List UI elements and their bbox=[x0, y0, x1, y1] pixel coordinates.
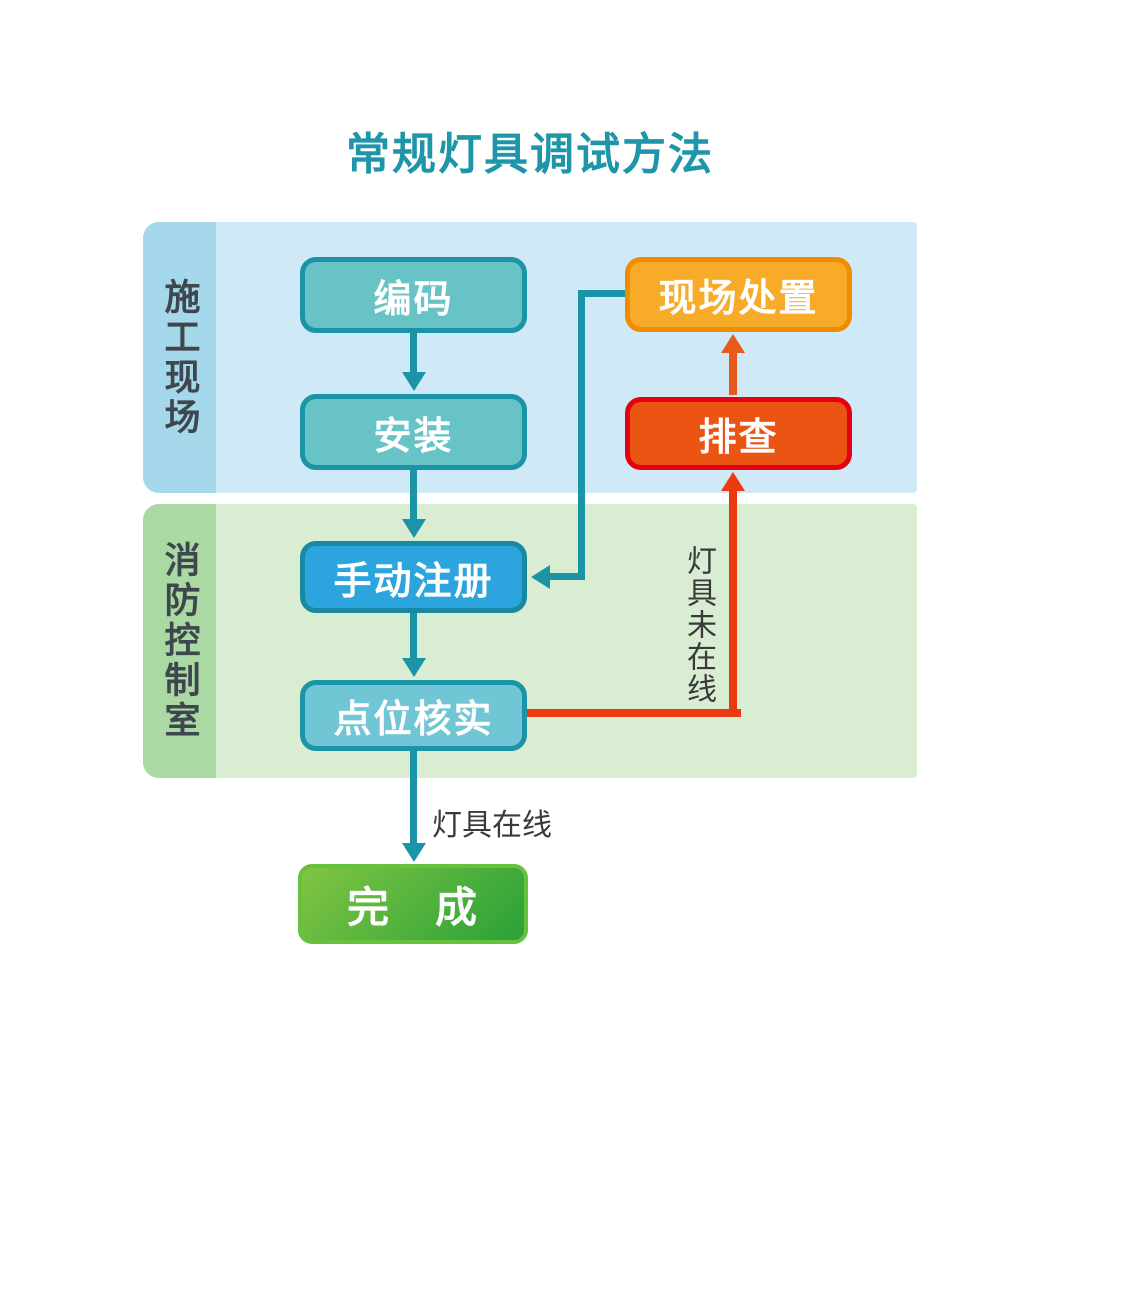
flow-node-encode: 编码 bbox=[300, 257, 527, 333]
arrow-onsite-to-manual-bottom bbox=[548, 573, 585, 580]
flow-node-point-verify: 点位核实 bbox=[300, 680, 527, 751]
flow-node-troubleshoot: 排查 bbox=[625, 397, 852, 470]
page-title: 常规灯具调试方法 bbox=[346, 130, 714, 179]
arrow-install-to-manual-head bbox=[402, 519, 426, 538]
flow-node-onsite-handle: 现场处置 bbox=[625, 257, 852, 332]
lane-fire-control-room: 消防控制室 bbox=[143, 504, 917, 778]
lane-construction-site-label: 施工现场 bbox=[159, 277, 201, 438]
lane-construction-site-band: 施工现场 bbox=[143, 222, 216, 493]
arrow-verify-to-troubleshoot-horizontal bbox=[527, 709, 741, 717]
arrow-troubleshoot-to-onsite-line bbox=[729, 350, 737, 395]
flow-node-manual-register: 手动注册 bbox=[300, 541, 527, 613]
arrow-verify-to-troubleshoot-head bbox=[721, 472, 745, 491]
edge-label-lamp-online: 灯具在线 bbox=[432, 809, 552, 842]
arrow-onsite-to-manual-top bbox=[578, 290, 625, 297]
arrow-manual-to-verify-line bbox=[410, 613, 417, 659]
arrow-onsite-to-manual-head bbox=[531, 565, 550, 589]
arrow-troubleshoot-to-onsite-head bbox=[721, 334, 745, 353]
arrow-verify-to-troubleshoot-vertical bbox=[729, 488, 737, 717]
arrow-onsite-to-manual-vertical bbox=[578, 290, 585, 580]
arrow-verify-to-done-head bbox=[402, 843, 426, 862]
flow-node-install: 安装 bbox=[300, 394, 527, 470]
lane-fire-control-room-band: 消防控制室 bbox=[143, 504, 216, 778]
arrow-encode-to-install-line bbox=[410, 333, 417, 373]
lane-fire-control-room-label: 消防控制室 bbox=[159, 541, 201, 741]
arrow-encode-to-install-head bbox=[402, 372, 426, 391]
arrow-manual-to-verify-head bbox=[402, 658, 426, 677]
arrow-verify-to-done-line bbox=[410, 751, 417, 844]
flow-node-done: 完 成 bbox=[298, 864, 528, 944]
edge-label-lamp-offline: 灯具未在线 bbox=[682, 545, 715, 705]
arrow-install-to-manual-line bbox=[410, 470, 417, 520]
